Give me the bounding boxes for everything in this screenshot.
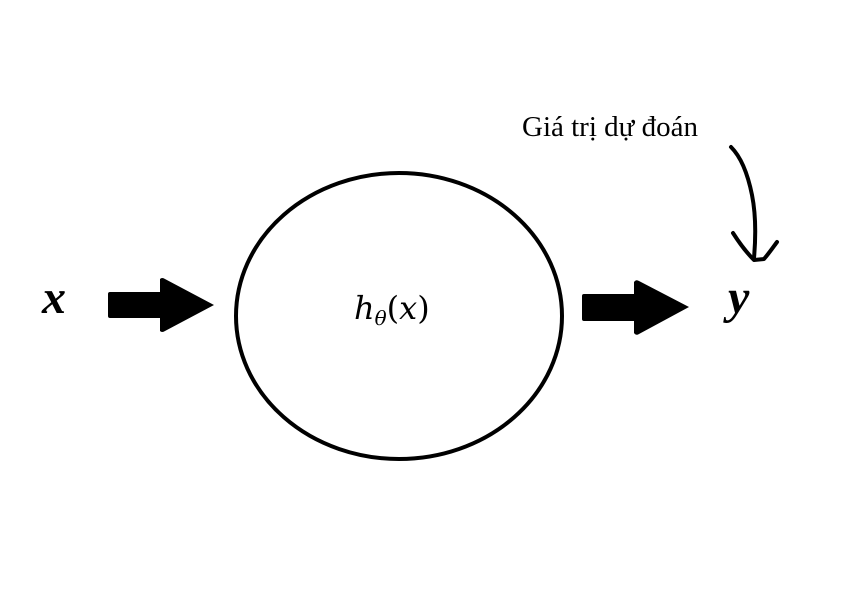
hypothesis-node (234, 171, 564, 461)
prediction-annotation: Giá trị dự đoán (522, 111, 698, 143)
annotation-arrow-icon (729, 145, 779, 262)
function-base: h (354, 289, 375, 327)
function-close-paren: ) (417, 289, 430, 327)
function-subscript: θ (374, 306, 387, 330)
output-variable-label: y (728, 271, 750, 324)
function-open-paren: ( (386, 289, 400, 327)
output-arrow-icon (582, 280, 689, 335)
input-variable-label: x (42, 271, 66, 324)
input-arrow-icon (108, 278, 214, 332)
hypothesis-function-label: hθ(x) (354, 288, 430, 338)
function-argument: x (399, 289, 418, 327)
